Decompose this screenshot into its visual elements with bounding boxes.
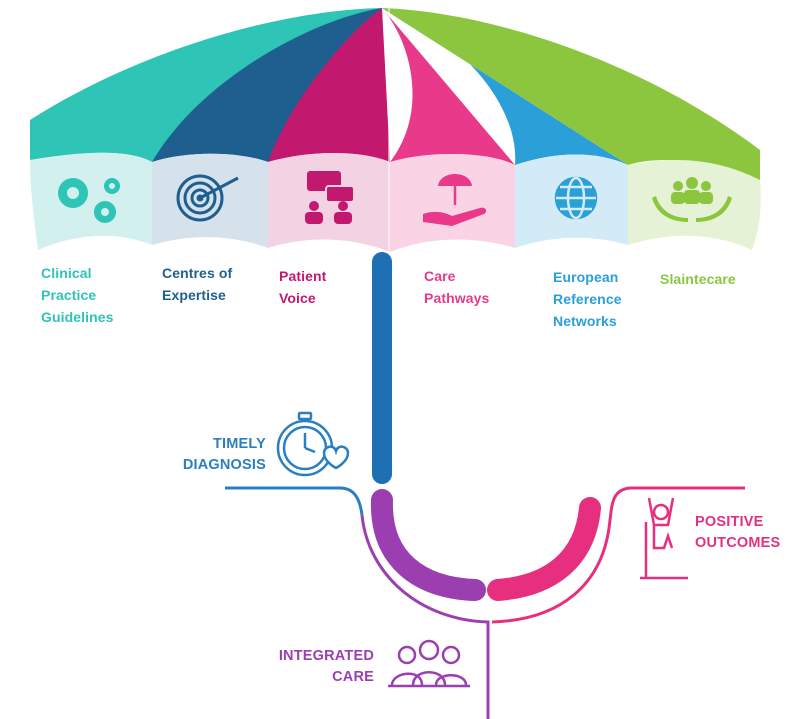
handle-hook-left	[370, 489, 486, 601]
canopy-panel-patient	[268, 8, 390, 162]
canopy	[30, 8, 761, 255]
label-european-reference-networks: European Reference Networks	[553, 269, 622, 329]
stopwatch-heart-icon	[276, 411, 350, 477]
canopy-panel-centres	[152, 8, 382, 162]
canopy-band-slainte	[628, 160, 761, 250]
integrated-line-left	[360, 514, 490, 719]
label-positive-outcomes: POSITIVE OUTCOMES	[695, 514, 781, 551]
canopy-panel-slainte	[382, 8, 760, 180]
umbrella-hand-icon	[423, 174, 487, 226]
gears-icon	[58, 178, 120, 223]
canopy-band-centres	[152, 153, 268, 248]
label-clinical-practice-guidelines: Clinical Practice Guidelines	[41, 265, 114, 325]
hands-people-icon	[652, 177, 732, 222]
label-integrated-care: INTEGRATED CARE	[278, 648, 374, 685]
person-celebrating-icon	[640, 497, 688, 580]
umbrella-handle	[370, 252, 601, 601]
handle-hook-right	[487, 497, 601, 601]
canopy-panel-care	[382, 8, 515, 165]
label-patient-voice: Patient Voice	[279, 268, 327, 306]
label-timely-diagnosis: TIMELY DIAGNOSIS	[182, 436, 266, 473]
label-centres-of-expertise: Centres of Expertise	[162, 265, 233, 303]
timely-line	[225, 486, 364, 516]
handle-shaft	[372, 252, 392, 484]
canopy-band-clinical	[30, 152, 152, 250]
label-slaintecare: Slaintecare	[660, 271, 736, 287]
canopy-band-care	[390, 154, 515, 252]
positive-line	[491, 486, 745, 624]
label-care-pathways: Care Pathways	[424, 268, 490, 306]
globe-icon	[554, 176, 598, 220]
pathway-lines	[225, 486, 745, 719]
group-people-icon	[388, 639, 470, 688]
conversation-icon	[305, 171, 355, 224]
target-icon	[176, 174, 239, 222]
